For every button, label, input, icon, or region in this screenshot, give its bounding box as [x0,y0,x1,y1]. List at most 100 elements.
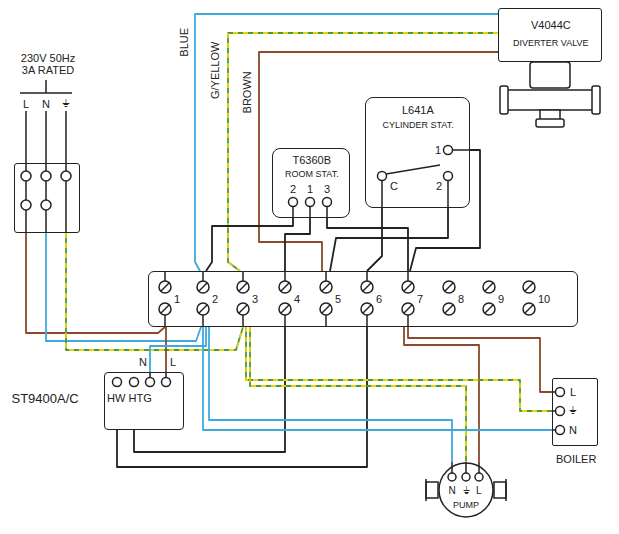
terminal-screw [483,303,495,315]
wire-stroke [404,327,479,462]
wire-stroke [66,233,243,350]
wire [117,327,367,467]
wire [259,52,498,271]
terminal-stub [202,271,204,327]
terminal-number: 8 [458,293,464,306]
wire-stroke [259,52,498,271]
room-stat-pins [289,198,332,219]
screw-slot [322,305,330,313]
terminal-label: L [570,386,576,399]
wire-stroke [117,327,367,467]
node-title: L641A [402,104,434,117]
wire [195,14,498,271]
terminal-label: N [139,356,147,369]
screw-slot [239,305,247,313]
fused-spur-box: 230V 50Hz 3A RATED [14,163,80,233]
programmer-terminals [113,372,171,387]
wire-stroke [46,233,201,341]
wire [150,327,206,372]
terminal-stub [325,271,327,327]
terminal-label: HW [107,392,125,405]
wire [408,327,552,392]
screw-slot [445,283,453,291]
node-title: BOILER [556,453,596,466]
valve-body [500,62,600,127]
terminal-screw [237,281,249,293]
screw-slot [239,283,247,291]
terminal-screw [320,303,332,315]
terminal-screw [443,303,455,315]
terminal-stub [407,271,409,327]
terminal-label: 1 [307,183,313,196]
wire-stroke [165,327,167,372]
cylinder-stat-switch [378,146,471,209]
terminal-screw [159,281,171,293]
node-subtitle: CYLINDER STAT. [383,120,454,130]
terminal-number: 2 [212,293,218,306]
screw-slot [199,283,207,291]
terminal-screw [402,303,414,315]
wire-stroke [228,33,498,271]
wire-stroke [330,208,448,271]
wire-stroke [228,33,498,271]
terminal-screw [483,281,495,293]
terminal-number: 3 [252,293,258,306]
terminal-label: 1 [435,144,441,157]
node-title: PUMP [453,500,479,510]
terminal-label: HTG [129,392,152,405]
terminal-label: 2 [436,180,442,193]
terminal-screw [197,281,209,293]
wire-stroke [367,208,382,271]
screw-slot [199,305,207,313]
valve-box: V4044CDIVERTER VALVE [498,8,602,62]
terminal-number: 9 [498,293,504,306]
wire-stroke [206,218,293,271]
screw-slot [363,283,371,291]
node-title: T6360B [293,154,332,167]
terminal-screw [159,303,171,315]
terminal-number: 1 [174,293,180,306]
terminal-label: N [449,485,456,497]
wire [228,33,498,271]
terminal-number: 5 [335,293,341,306]
screw-slot [281,305,289,313]
terminal-screw [320,281,332,293]
screw-slot [525,283,533,291]
terminal-screw [237,303,249,315]
terminal-label: L [23,98,29,111]
terminal-number: 10 [538,293,550,306]
wire-stroke [250,327,466,462]
terminal-stub [284,271,286,327]
terminal-label: N [42,98,50,111]
terminal-number: 7 [417,293,423,306]
terminal-label: ⏚ [62,98,70,111]
terminal-stub [366,271,368,327]
wire-stroke [408,327,552,392]
wire [166,327,167,372]
terminal-label: ⏚ [569,405,577,418]
terminal-label: L [170,356,176,369]
screw-slot [404,283,412,291]
terminal-screw [523,303,535,315]
wire [66,233,243,350]
terminal-stub [242,271,244,327]
terminal-screw [197,303,209,315]
terminal-screw [443,281,455,293]
terminal-label: N [569,424,577,437]
screw-slot [485,283,493,291]
terminal-screw [523,281,535,293]
terminal-screws [159,271,535,327]
screw-slot [161,283,169,291]
wire [209,327,452,462]
node-title: 230V 50Hz 3A RATED [17,52,79,77]
wire-stroke [285,218,310,271]
wire-stroke [327,218,408,271]
wire [246,327,552,411]
terminal-screw [361,303,373,315]
terminal-screw [361,281,373,293]
wire-stroke [195,14,498,271]
terminal-strip: 12345678910 [148,271,578,327]
screw-slot [404,305,412,313]
terminal-screw [279,303,291,315]
